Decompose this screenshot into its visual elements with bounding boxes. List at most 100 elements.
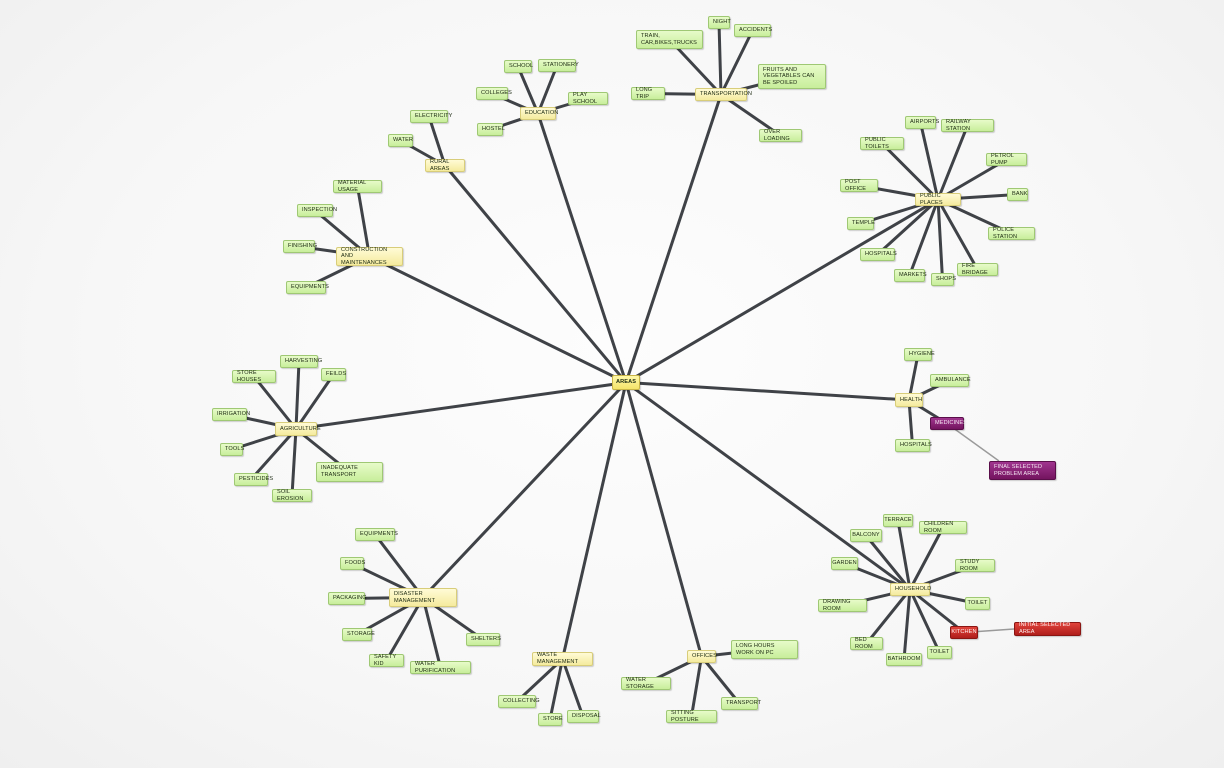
node-household-bed-room[interactable]: BED ROOM	[850, 637, 883, 650]
node-education[interactable]: EDUCATION	[520, 107, 558, 120]
node-transportation-accidents[interactable]: ACCIDENTS	[734, 24, 772, 37]
node-offices-water-storage[interactable]: WATER STORAGE	[621, 677, 671, 690]
node-health-medicines[interactable]: MEDICINES	[930, 417, 967, 430]
node-offices[interactable]: OFFICES	[687, 650, 717, 663]
node-rural-areas-electricity[interactable]: ELECTRICITY	[410, 110, 452, 123]
node-household-drawing-room[interactable]: DRAWING ROOM	[818, 599, 867, 612]
node-household-terrace[interactable]: TERRACE	[883, 514, 913, 527]
node-household-toilet-label: TOILET	[929, 649, 950, 656]
node-household[interactable]: HOUSEHOLD	[890, 583, 931, 596]
node-disaster-management[interactable]: DISASTER MANAGEMENT	[389, 588, 457, 607]
node-waste-management[interactable]: WASTE MANAGEMENT	[532, 652, 593, 666]
edge-transportation-to-night	[717, 21, 723, 96]
node-rural-areas-water-label: WATER	[393, 137, 414, 144]
node-transportation-night[interactable]: NIGHT	[708, 16, 731, 29]
node-construction-and-maintenances[interactable]: CONSTRUCTION AND MAINTENANCES	[336, 247, 403, 266]
node-agriculture[interactable]: AGRICULTURE	[275, 422, 321, 436]
node-transportation-train-car-bikes-trucks[interactable]: TRAIN, CAR,BIKES,TRUCKS	[636, 30, 703, 49]
node-construction-and-maintenances-finishing[interactable]: FINISHING	[283, 240, 317, 253]
node-waste-management-collecting[interactable]: COLLECTING	[498, 695, 540, 708]
node-disaster-management-shelters[interactable]: SHELTERS	[466, 633, 501, 646]
node-construction-and-maintenances-material-usage[interactable]: MATERIAL USAGE	[333, 180, 382, 193]
node-public-places-fire-bridage[interactable]: FIRE BRIDAGE	[957, 263, 998, 276]
node-disaster-management-safety-kid[interactable]: SAFETY KID	[369, 654, 404, 667]
node-household-bathroom[interactable]: BATHROOM	[886, 653, 922, 666]
node-agriculture-pesticides[interactable]: PESTICIDES	[234, 473, 273, 486]
edge-offices-to-sitting-posture	[690, 655, 703, 718]
annotation-initial-selected-area-label: INITIAL SELECTED AREA	[1019, 622, 1071, 635]
node-public-places-railway-station[interactable]: RAILWAY STATION	[941, 119, 994, 132]
node-public-places-police-station-label: POLICE STATION	[993, 226, 1018, 240]
node-health-label: HEALTH	[900, 396, 923, 403]
node-public-places-hospitals[interactable]: HOSPITALS	[860, 248, 897, 261]
node-agriculture-irrigation-label: IRRIGATION	[217, 411, 251, 418]
node-public-places-post-office-label: POST OFFICE	[845, 178, 867, 192]
annotation-initial-selected-area[interactable]: INITIAL SELECTED AREA	[1014, 622, 1081, 636]
node-public-places-temple[interactable]: TEMPLE	[847, 217, 875, 230]
node-agriculture-harvesting[interactable]: HARVESTING	[280, 355, 322, 368]
node-education-colleges-label: COLLEGES	[481, 90, 512, 97]
node-offices-long-hours-work-on-pc[interactable]: LONG HOURS WORK ON PC	[731, 640, 798, 659]
node-education-colleges[interactable]: COLLEGES	[476, 87, 512, 100]
annotation-final-selected-problem-area[interactable]: FINAL SELECTED PROBLEM AREA	[989, 461, 1056, 480]
node-transportation-fruits-and-vegetables-can-be-spoiled[interactable]: FRUITS AND VEGETABLES CAN BE SPOILED	[758, 64, 826, 89]
node-rural-areas-water[interactable]: WATER	[388, 134, 413, 147]
node-household-garden[interactable]: GARDEN	[831, 557, 858, 570]
node-waste-management-store-label: STORE	[543, 716, 563, 723]
node-household-children-room[interactable]: CHILDREN ROOM	[919, 521, 967, 534]
node-health-ambulance[interactable]: AMBULANCE	[930, 374, 971, 387]
node-education-play-school[interactable]: PLAY SCHOOL	[568, 92, 608, 105]
edge-health-to-hygiene	[907, 353, 920, 402]
node-education-hostel[interactable]: HOSTEL	[477, 123, 505, 136]
node-household-toilet[interactable]: TOILET	[965, 597, 990, 610]
node-public-places-shops[interactable]: SHOPS	[931, 273, 957, 286]
node-education-stationery[interactable]: STATIONERY	[538, 59, 579, 72]
node-agriculture-feilds[interactable]: FEILDS	[321, 368, 346, 381]
node-transportation-long-trip[interactable]: LONG TRIP	[631, 87, 665, 100]
node-areas-root[interactable]: AREAS	[612, 375, 640, 390]
node-health-hygiene[interactable]: HYGIENE	[904, 348, 935, 361]
node-construction-and-maintenances-material-usage-label: MATERIAL USAGE	[338, 179, 367, 193]
node-public-places-post-office[interactable]: POST OFFICE	[840, 179, 878, 192]
node-agriculture-inadequate-transport[interactable]: INADEQUATE TRANSPORT	[316, 462, 383, 482]
node-agriculture-soil-erosion[interactable]: SOIL EROSION	[272, 489, 312, 502]
node-public-places-airports-label: AIRPORTS	[910, 119, 940, 126]
node-agriculture-irrigation[interactable]: IRRIGATION	[212, 408, 251, 421]
node-offices-sitting-posture[interactable]: SITTING POSTURE	[666, 710, 717, 723]
node-public-places[interactable]: PUBLIC PLACES	[915, 193, 961, 206]
node-public-places-shops-label: SHOPS	[936, 276, 957, 283]
node-health-hospitals[interactable]: HOSPITALS	[895, 439, 932, 452]
node-offices-transport-label: TRANSPORT	[726, 700, 762, 707]
node-agriculture-tools[interactable]: TOOLS	[220, 443, 244, 456]
node-household-kitchen[interactable]: KITCHEN	[950, 626, 978, 639]
node-household-study-room[interactable]: STUDY ROOM	[955, 559, 995, 572]
node-health[interactable]: HEALTH	[895, 393, 923, 407]
node-offices-transport[interactable]: TRANSPORT	[721, 697, 762, 710]
node-public-places-police-station[interactable]: POLICE STATION	[988, 227, 1035, 240]
node-public-places-airports[interactable]: AIRPORTS	[905, 116, 940, 129]
node-transportation-over-loading[interactable]: OVER LOADING	[759, 129, 802, 142]
node-construction-and-maintenances-inspection[interactable]: INSPECTION	[297, 204, 337, 217]
node-waste-management-store[interactable]: STORE	[538, 713, 563, 726]
node-rural-areas[interactable]: RURAL AREAS	[425, 159, 465, 172]
node-disaster-management-foods[interactable]: FOODS	[340, 557, 365, 570]
node-public-places-public-toilets[interactable]: PUBLIC TOILETS	[860, 137, 904, 150]
node-disaster-management-equipments[interactable]: EQUIPMENTS	[355, 528, 398, 541]
node-household-bed-room-label: BED ROOM	[855, 636, 873, 650]
node-disaster-management-storage[interactable]: STORAGE	[342, 628, 375, 641]
node-disaster-management-packaging[interactable]: PACKAGING	[328, 592, 367, 605]
node-waste-management-disposal[interactable]: DISPOSAL	[567, 710, 601, 723]
node-disaster-management-water-purification[interactable]: WATER PURIFICATION	[410, 661, 471, 674]
node-education-school-label: SCHOOL	[509, 63, 534, 70]
node-transportation-long-trip-label: LONG TRIP	[636, 86, 653, 100]
node-public-places-petrol-pump[interactable]: PETROL PUMP	[986, 153, 1027, 166]
node-agriculture-store-houses[interactable]: STORE HOUSES	[232, 370, 276, 383]
node-education-school[interactable]: SCHOOL	[504, 60, 534, 73]
node-transportation[interactable]: TRANSPORTATION	[695, 88, 752, 101]
node-public-places-markets[interactable]: MARKETS	[894, 269, 927, 282]
node-household-balcony[interactable]: BALCONY	[850, 529, 882, 542]
node-household-toilet[interactable]: TOILET	[927, 646, 952, 659]
node-public-places-bank[interactable]: BANK	[1007, 188, 1028, 201]
node-construction-and-maintenances-equipments[interactable]: EQUIPMENTS	[286, 281, 329, 294]
edge-areas-to-health	[624, 381, 911, 402]
